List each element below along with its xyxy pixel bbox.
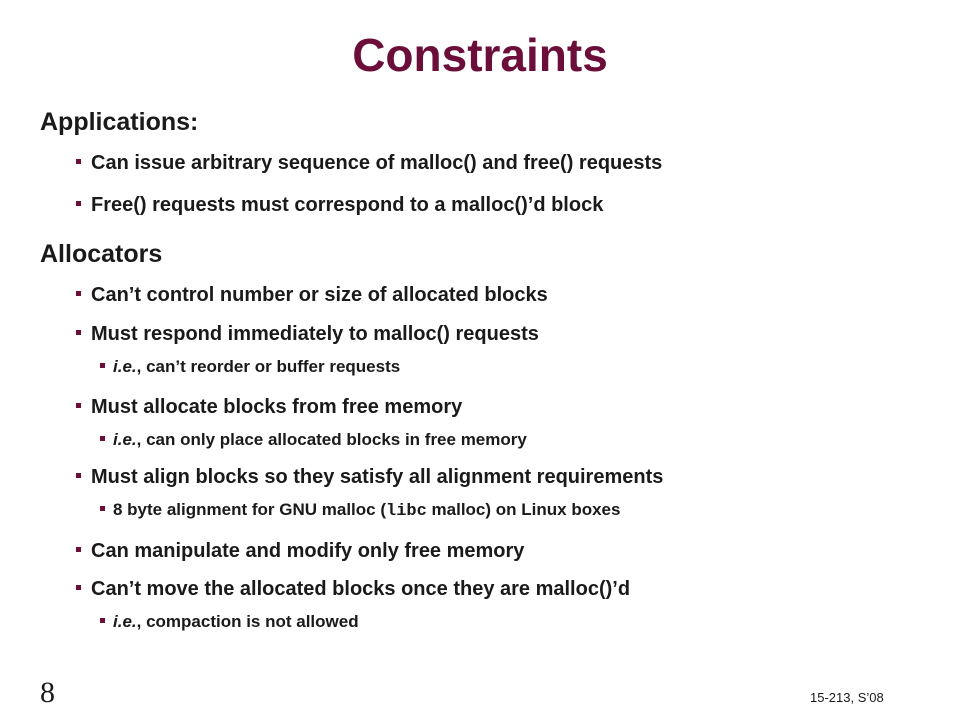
- slide-title: Constraints: [352, 29, 608, 81]
- sub-bullet-item: 8 byte alignment for GNU malloc (libc ma…: [100, 500, 620, 521]
- bullet-item: Must align blocks so they satisfy all al…: [76, 466, 663, 489]
- sub-bullet-item: i.e., can’t reorder or buffer requests: [100, 357, 400, 377]
- square-bullet-icon: [76, 547, 81, 553]
- bullet-item: Can’t move the allocated blocks once the…: [76, 578, 630, 601]
- square-bullet-icon: [76, 330, 81, 336]
- course-label: 15-213, S’08: [810, 690, 884, 705]
- square-bullet-icon: [100, 363, 105, 369]
- sub-bullet-item: i.e., compaction is not allowed: [100, 612, 359, 632]
- bullet-item: Must respond immediately to malloc() req…: [76, 323, 539, 346]
- square-bullet-icon: [100, 618, 105, 624]
- square-bullet-icon: [76, 291, 81, 297]
- bullet-item: Must allocate blocks from free memory: [76, 396, 462, 419]
- square-bullet-icon: [76, 585, 81, 591]
- section-heading-applications: Applications:: [40, 108, 199, 136]
- bullet-item: Can manipulate and modify only free memo…: [76, 540, 524, 563]
- square-bullet-icon: [76, 473, 81, 479]
- square-bullet-icon: [100, 436, 105, 442]
- square-bullet-icon: [76, 403, 81, 409]
- bullet-item: Can issue arbitrary sequence of malloc()…: [76, 152, 662, 175]
- sub-bullet-item: i.e., can only place allocated blocks in…: [100, 430, 527, 450]
- slide-number: 8: [40, 676, 55, 709]
- code-libc: libc: [386, 502, 427, 521]
- square-bullet-icon: [100, 506, 105, 512]
- bullet-item: Free() requests must correspond to a mal…: [76, 194, 603, 217]
- bullet-item: Can’t control number or size of allocate…: [76, 284, 548, 307]
- square-bullet-icon: [76, 201, 81, 207]
- square-bullet-icon: [76, 159, 81, 165]
- section-heading-allocators: Allocators: [40, 240, 163, 268]
